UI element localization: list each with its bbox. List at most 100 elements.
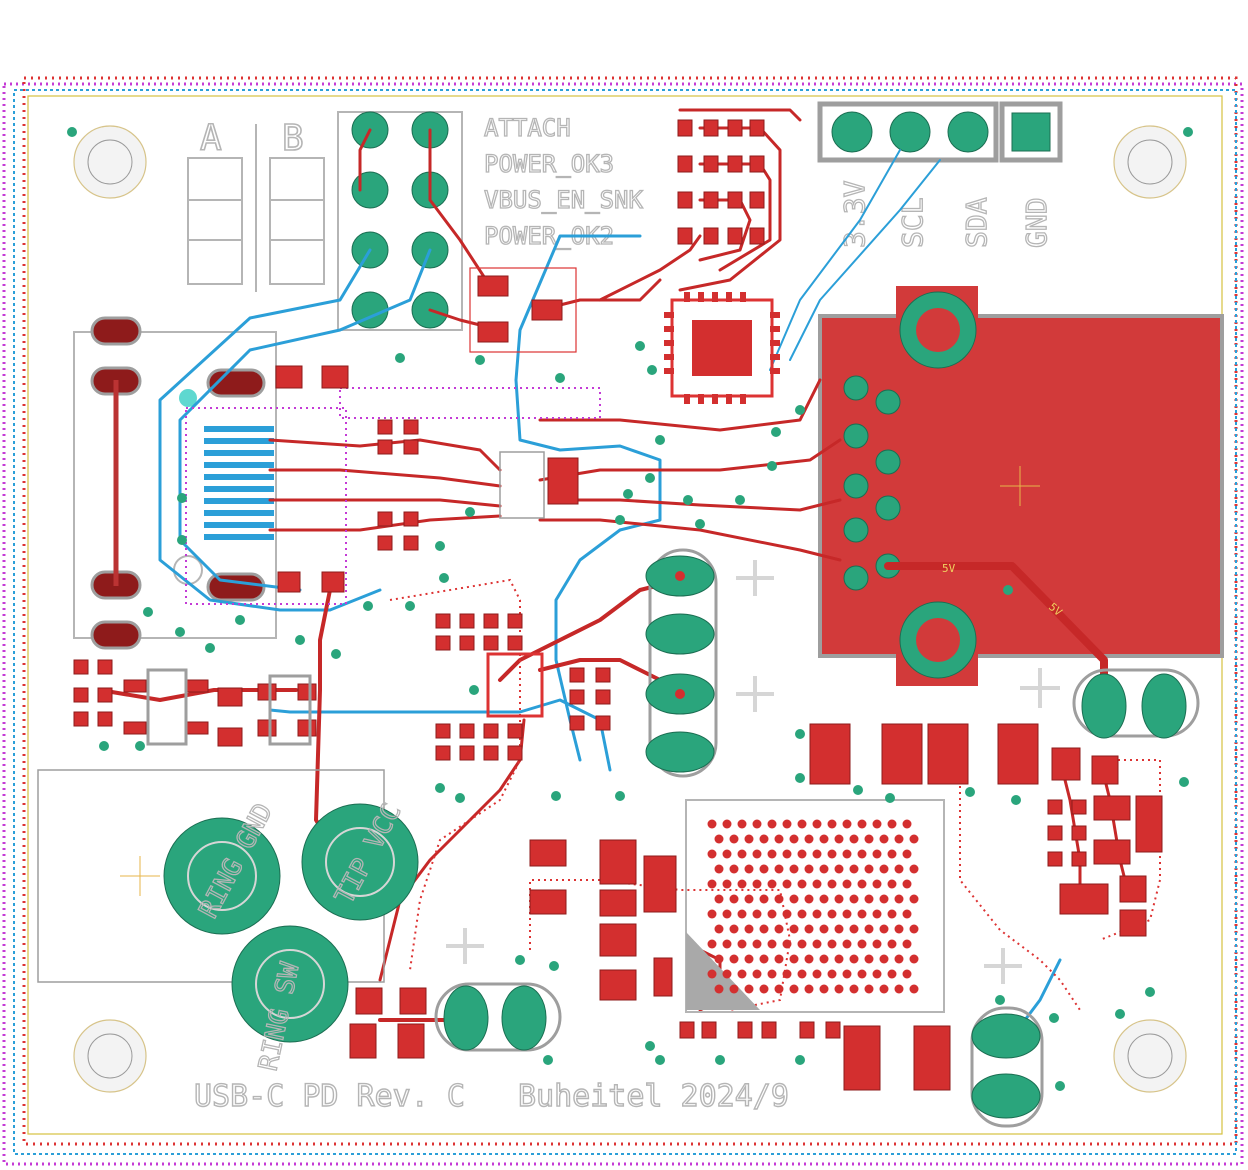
thermal-via xyxy=(879,954,889,964)
thermal-via xyxy=(804,984,814,994)
stitching-via xyxy=(1049,1013,1059,1023)
thermal-via xyxy=(902,849,912,859)
thermal-via xyxy=(752,819,762,829)
thermal-via xyxy=(774,894,784,904)
thermal-via xyxy=(729,924,739,934)
thermal-via xyxy=(894,834,904,844)
thermal-via xyxy=(819,984,829,994)
thermal-via xyxy=(767,819,777,829)
label-vbus-en-snk: VBUS_EN_SNK xyxy=(484,186,643,214)
thermal-via xyxy=(752,849,762,859)
thermal-via xyxy=(759,864,769,874)
stitching-via xyxy=(853,785,863,795)
thermal-via xyxy=(722,879,732,889)
thermal-via xyxy=(849,924,859,934)
stitching-via xyxy=(771,427,781,437)
label-attach: ATTACH xyxy=(484,114,571,142)
thermal-via xyxy=(872,819,882,829)
stitching-via xyxy=(683,495,693,505)
power-connector-pour: 5V 5V xyxy=(818,286,1224,704)
thermal-via xyxy=(729,984,739,994)
thermal-via xyxy=(812,909,822,919)
thermal-via xyxy=(797,969,807,979)
thermal-via xyxy=(819,864,829,874)
stitching-via xyxy=(795,405,805,415)
thermal-via xyxy=(729,864,739,874)
thermal-via xyxy=(879,924,889,934)
thermal-via xyxy=(744,864,754,874)
thermal-via xyxy=(782,909,792,919)
stitching-via xyxy=(435,541,445,551)
buck-module xyxy=(685,799,945,1013)
board-footer: USB-C PD Rev. C Buheitel 2024/9 xyxy=(193,1078,789,1114)
thermal-via xyxy=(767,969,777,979)
thermal-via xyxy=(902,939,912,949)
thermal-via xyxy=(909,894,919,904)
thermal-via xyxy=(834,894,844,904)
thermal-via xyxy=(827,939,837,949)
i2c-pin-sda: SDA xyxy=(960,197,993,248)
thermal-via xyxy=(894,894,904,904)
thermal-via xyxy=(834,834,844,844)
thermal-via xyxy=(842,939,852,949)
thermal-via xyxy=(842,849,852,859)
stitching-via xyxy=(177,493,187,503)
board-outline xyxy=(13,89,1237,1155)
thermal-via xyxy=(767,879,777,889)
thermal-via xyxy=(767,909,777,919)
stitching-via xyxy=(99,741,109,751)
usb-c-receptacle xyxy=(73,316,277,650)
thermal-via xyxy=(827,969,837,979)
stitching-via xyxy=(1115,1009,1125,1019)
thermal-via xyxy=(804,864,814,874)
thermal-via xyxy=(789,834,799,844)
thermal-via xyxy=(767,849,777,859)
thermal-via xyxy=(722,849,732,859)
thermal-via xyxy=(722,939,732,949)
stitching-via xyxy=(647,365,657,375)
thermal-via xyxy=(782,939,792,949)
dotted-zones xyxy=(185,387,1161,1011)
thermal-via xyxy=(909,924,919,934)
outer-edge-dotted xyxy=(2,82,1244,1166)
usb-mux-qfn xyxy=(486,451,579,718)
footer-author-date: Buheitel 2024/9 xyxy=(518,1079,789,1114)
stitching-via xyxy=(465,507,475,517)
thermal-via xyxy=(729,834,739,844)
thermal-via xyxy=(909,984,919,994)
thermal-via xyxy=(902,819,912,829)
stitching-via xyxy=(363,601,373,611)
stitching-via xyxy=(735,495,745,505)
thermal-via xyxy=(879,864,889,874)
thermal-via xyxy=(857,939,867,949)
thermal-via xyxy=(894,864,904,874)
thermal-via xyxy=(857,849,867,859)
stitching-via xyxy=(965,787,975,797)
thermal-via xyxy=(737,879,747,889)
thermal-via xyxy=(774,954,784,964)
thermal-via xyxy=(797,819,807,829)
thermal-via xyxy=(902,909,912,919)
thermal-via xyxy=(767,939,777,949)
thermal-via xyxy=(864,984,874,994)
thermal-via xyxy=(714,924,724,934)
thermal-via xyxy=(819,954,829,964)
thermal-via xyxy=(774,864,784,874)
thermal-via xyxy=(782,819,792,829)
stitching-via xyxy=(695,519,705,529)
stitching-via xyxy=(655,1055,665,1065)
thermal-via xyxy=(744,894,754,904)
thermal-via xyxy=(887,819,897,829)
stitching-via xyxy=(177,535,187,545)
thermal-via xyxy=(857,909,867,919)
thermal-via xyxy=(797,849,807,859)
thermal-via xyxy=(737,969,747,979)
thermal-via xyxy=(834,924,844,934)
stitching-via xyxy=(1011,795,1021,805)
stitching-via xyxy=(615,791,625,801)
mounting-holes xyxy=(73,125,1187,1093)
stitching-vias xyxy=(67,127,1193,1091)
thermal-via xyxy=(849,834,859,844)
stitching-via xyxy=(555,373,565,383)
thermal-via xyxy=(887,879,897,889)
